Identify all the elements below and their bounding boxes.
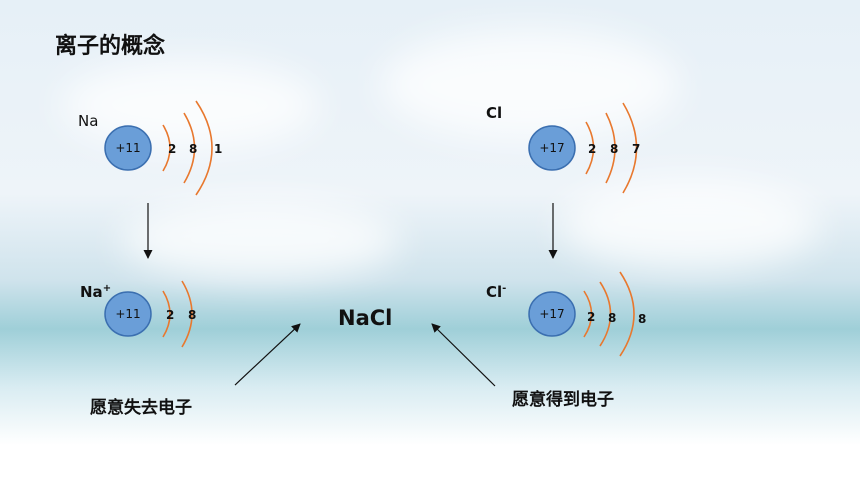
cl-shell-1-count: 2: [588, 142, 596, 156]
cl-ion-shell-2-count: 8: [608, 311, 616, 325]
na-shell-2: [183, 112, 196, 184]
na-ion-shell-1: [162, 290, 171, 338]
cl-shell-2: [605, 112, 616, 184]
nacl-product: NaCl: [338, 306, 393, 330]
lose-electron-hint: 愿意失去电子: [90, 398, 192, 418]
na-ion-shell-2-count: 8: [188, 308, 196, 322]
na-ion-shell-1-count: 2: [166, 308, 174, 322]
na-atom: +11 2 8 1: [104, 100, 222, 196]
na-ion-nucleus: [104, 291, 152, 337]
cloud: [120, 200, 400, 280]
cl-shell-3-count: 7: [632, 142, 640, 156]
na-shell-1: [162, 124, 171, 172]
na-nucleus-charge: +11: [115, 141, 140, 155]
page-title: 离子的概念: [55, 34, 166, 59]
cl-shell-2-count: 8: [610, 142, 618, 156]
cl-ion-nucleus: [528, 291, 576, 337]
cloud: [60, 60, 320, 150]
cl-ion-shell-1-count: 2: [587, 310, 595, 324]
cl-atom-label: Cl: [486, 104, 503, 122]
na-ion-label: Na+: [80, 283, 112, 301]
na-ion-nucleus-charge: +11: [115, 307, 140, 321]
cl-ion-nucleus-charge: +17: [539, 307, 564, 321]
cloud: [560, 180, 820, 270]
cl-atom: +17 2 8 7: [528, 102, 640, 194]
cl-ion: +17 2 8 8: [528, 271, 646, 357]
cl-ion-shell-3-count: 8: [638, 312, 646, 326]
cl-ion-shell-3: [619, 271, 635, 357]
cl-ion-shell-2: [599, 281, 612, 347]
cl-ion-label: Cl-: [486, 283, 507, 301]
na-ion: +11 2 8: [104, 280, 196, 348]
na-atom-label: Na: [78, 112, 99, 130]
cl-ion-shell-1: [583, 290, 593, 338]
cl-nucleus: [528, 125, 576, 171]
na-shell-3-count: 1: [214, 142, 222, 156]
na-ion-shell-2: [181, 280, 193, 348]
cl-shell-1: [585, 121, 595, 175]
gain-electron-hint: 愿意得到电子: [512, 390, 614, 410]
na-shell-1-count: 2: [168, 142, 176, 156]
cloud: [380, 30, 680, 140]
na-shell-2-count: 8: [189, 142, 197, 156]
cl-shell-3: [622, 102, 638, 194]
na-nucleus: [104, 125, 152, 171]
cl-nucleus-charge: +17: [539, 141, 564, 155]
na-shell-3: [195, 100, 213, 196]
left-to-nacl-arrow: [234, 323, 301, 386]
right-to-nacl-arrow: [431, 323, 496, 387]
